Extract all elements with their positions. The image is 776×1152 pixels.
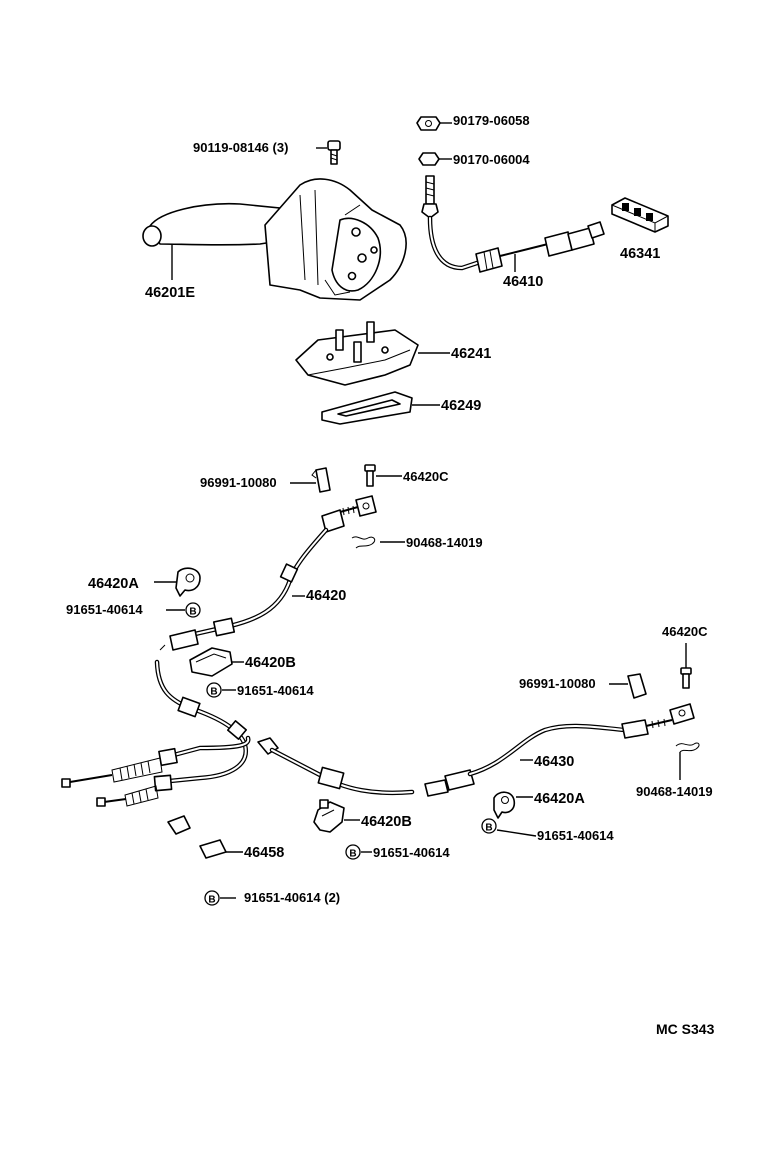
front-cable-46420 [159,495,377,651]
clip-96991-top [311,467,331,493]
bolt-mark-a: B [185,602,201,618]
label-46201E: 46201E [145,285,195,301]
label-46420: 46420 [306,588,346,604]
nut-90179 [416,116,441,131]
label-46420B-bottom: 46420B [361,814,412,830]
bracket-46420B-bottom [313,799,345,833]
svg-text:B: B [485,823,492,834]
clamp-46420A-left [175,567,201,597]
label-46241: 46241 [451,346,491,362]
rear-cable-left [61,659,251,807]
label-46410: 46410 [503,274,543,290]
label-90468-14019-right: 90468-14019 [636,784,713,799]
pin-46420C-right [680,667,692,689]
label-90179-06058: 90179-06058 [453,113,530,128]
svg-text:B: B [210,687,217,698]
clip-90468-right [675,742,700,753]
label-96991-10080-top: 96991-10080 [200,475,277,490]
label-46430: 46430 [534,754,574,770]
label-90170-06004: 90170-06004 [453,152,530,167]
clip-set-46341 [611,197,669,233]
label-91651-40614-d: 91651-40614 [373,845,450,860]
label-46249: 46249 [441,398,481,414]
svg-text:B: B [208,895,215,906]
lever-bracket-46241 [295,321,419,386]
clip-90468-top [351,536,376,549]
lever-boot-46249 [321,391,413,425]
parking-brake-lever-46201E [142,178,407,301]
bolt-mark-b: B [206,682,222,698]
label-96991-10080-right: 96991-10080 [519,676,596,691]
label-91651-40614-e: 91651-40614 (2) [244,890,340,905]
clamp-46420A-right [493,791,516,819]
brake-cable-46410 [421,175,605,273]
label-46420C-top: 46420C [403,469,449,484]
clip-46458 [167,815,227,859]
label-46341: 46341 [620,246,660,262]
svg-text:B: B [189,607,196,618]
label-91651-40614-b: 91651-40614 [237,683,314,698]
pin-46420C-top [364,464,376,487]
bracket-46420B-top [189,647,233,677]
bolt-mark-c: B [481,818,497,834]
nut-90170 [418,152,440,166]
label-91651-40614-c: 91651-40614 [537,828,614,843]
clip-96991-right [627,673,647,699]
label-46420A-right: 46420A [534,791,585,807]
figure-code: MC S343 [656,1021,715,1037]
label-46420B-top: 46420B [245,655,296,671]
bolt-mark-d: B [345,844,361,860]
bolt-90119 [327,140,341,165]
svg-text:B: B [349,849,356,860]
label-91651-40614-a: 91651-40614 [66,602,143,617]
label-46420A-left: 46420A [88,576,139,592]
label-90119-08146: 90119-08146 (3) [193,140,288,155]
bolt-mark-e: B [204,890,220,906]
rear-cable-46430 [257,703,695,797]
label-46420C-right: 46420C [662,624,708,639]
label-90468-14019-top: 90468-14019 [406,535,483,550]
label-46458: 46458 [244,845,284,861]
